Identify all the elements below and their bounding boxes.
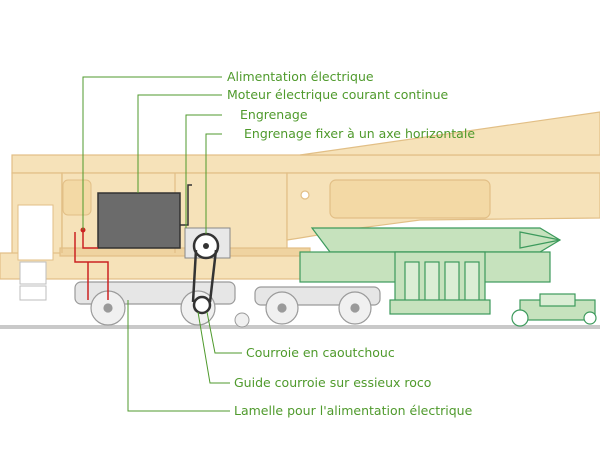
label-rubber-belt: Courroie en caoutchouc xyxy=(246,345,395,360)
label-dc-motor: Moteur électrique courant continue xyxy=(227,87,449,102)
motor-wire xyxy=(180,184,192,226)
rubber-belt xyxy=(191,249,218,303)
label-gearing: Engrenage xyxy=(240,107,308,122)
cab-window xyxy=(17,204,54,261)
label-power-strip: Lamelle pour l'alimentation électrique xyxy=(234,403,473,418)
small-wheel xyxy=(234,312,250,328)
rail xyxy=(0,325,600,329)
power-wires xyxy=(74,230,109,300)
dc-motor xyxy=(97,192,181,249)
gear-axle xyxy=(203,243,209,249)
belt-pulley xyxy=(192,295,212,315)
cab-steps xyxy=(19,261,47,301)
cab-door xyxy=(62,179,92,216)
bogie-right xyxy=(254,286,381,325)
label-gearing-axis: Engrenage fixer à un axe horizontale xyxy=(244,126,475,141)
tamping-unit xyxy=(299,227,597,327)
label-belt-guide: Guide courroie sur essieux roco xyxy=(234,375,431,390)
label-power-supply: Alimentation électrique xyxy=(227,69,374,84)
leader-lines xyxy=(82,76,242,412)
